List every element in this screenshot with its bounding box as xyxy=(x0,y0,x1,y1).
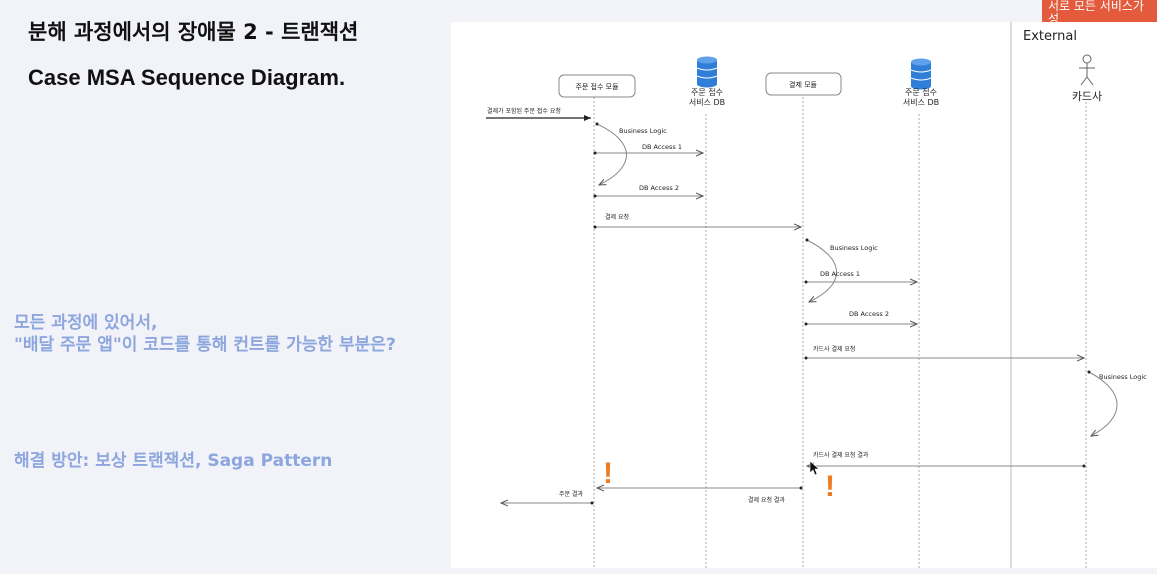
order-result-label: 주문 결과 xyxy=(559,490,583,498)
activation-dot xyxy=(593,194,597,198)
activation-dot xyxy=(593,151,597,155)
db-access-1a-label: DB Access 1 xyxy=(642,143,682,151)
db-access-2b-label: DB Access 2 xyxy=(849,310,889,318)
activation-dot xyxy=(804,322,808,326)
activation-dot xyxy=(799,486,803,490)
corner-badge-line-1: 서로 모든 서비스가 xyxy=(1048,0,1144,13)
activation-dot xyxy=(804,280,808,284)
slide-subtitle: Case MSA Sequence Diagram. xyxy=(28,65,346,90)
solution-text: 해결 방안: 보상 트랜잭션, Saga Pattern xyxy=(14,451,333,471)
corner-badge: 서로 모든 서비스가 성 xyxy=(1042,0,1157,22)
payment-db-label-line-1: 주문 접수 xyxy=(905,87,937,97)
payment-module-box xyxy=(765,72,842,96)
sequence-diagram: External 주문 접수 모듈 주문 접수 서비스 DB 결제 모듈 xyxy=(451,22,1157,568)
activation-dot xyxy=(804,356,808,360)
db-access-1b-label: DB Access 1 xyxy=(820,270,860,278)
payment-request-label: 결제 요청 xyxy=(605,213,629,221)
order-db-icon xyxy=(696,56,718,88)
business-logic-1-label: Business Logic xyxy=(619,127,667,135)
payment-module-label: 결제 모듈 xyxy=(789,80,818,89)
activation-dot xyxy=(1087,370,1091,374)
order-db-label-line-2: 서비스 DB xyxy=(689,98,725,107)
business-logic-3-curve xyxy=(1088,371,1118,436)
payment-db-label-line-2: 서비스 DB xyxy=(903,98,939,107)
activation-dot xyxy=(805,238,809,242)
business-logic-3-label: Business Logic xyxy=(1099,373,1147,381)
activation-dot xyxy=(590,501,594,505)
slide-left-panel: 분해 과정에서의 장애물 2 - 트랜잭션 Case MSA Sequence … xyxy=(0,0,450,574)
question-line-1: 모든 과정에 있어서, xyxy=(14,313,158,333)
business-logic-2-label: Business Logic xyxy=(830,244,878,252)
activation-dot xyxy=(593,225,597,229)
payment-db-icon xyxy=(910,58,932,90)
slide-title: 분해 과정에서의 장애물 2 - 트랜잭션 xyxy=(28,20,359,44)
mouse-cursor-icon xyxy=(809,460,820,476)
question-line-2: "배달 주문 앱"이 코드를 통해 컨트롤 가능한 부분은? xyxy=(14,335,396,355)
order-request-label: 결제가 포함된 주문 접수 요청 xyxy=(487,107,561,115)
db-access-2a-label: DB Access 2 xyxy=(639,184,679,192)
business-logic-2-curve xyxy=(806,239,837,302)
activation-dot xyxy=(595,122,599,126)
card-company-label: 카드사 xyxy=(1072,90,1102,103)
order-module-label: 주문 접수 모듈 xyxy=(575,83,619,91)
business-logic-1-curve xyxy=(596,123,627,185)
sequence-diagram-svg: External 주문 접수 모듈 주문 접수 서비스 DB 결제 모듈 xyxy=(486,22,1147,568)
activation-dot xyxy=(1082,464,1086,468)
card-payment-request-label: 카드사 결제 요청 xyxy=(813,345,855,353)
order-db-label-line-1: 주문 접수 xyxy=(691,87,723,97)
card-company-actor-icon xyxy=(1079,54,1095,86)
card-payment-result-label: 카드사 결제 요청 결과 xyxy=(813,451,869,459)
payment-result-label: 결제 요청 결과 xyxy=(748,496,785,504)
order-module-box xyxy=(558,74,636,98)
external-label: External xyxy=(1023,29,1077,44)
corner-badge-line-2: 성 xyxy=(1048,12,1060,23)
warning-mark-order: ! xyxy=(603,457,613,490)
warning-mark-payment: ! xyxy=(825,470,835,503)
question-text: 모든 과정에 있어서, "배달 주문 앱"이 코드를 통해 컨트롤 가능한 부분… xyxy=(14,312,396,356)
